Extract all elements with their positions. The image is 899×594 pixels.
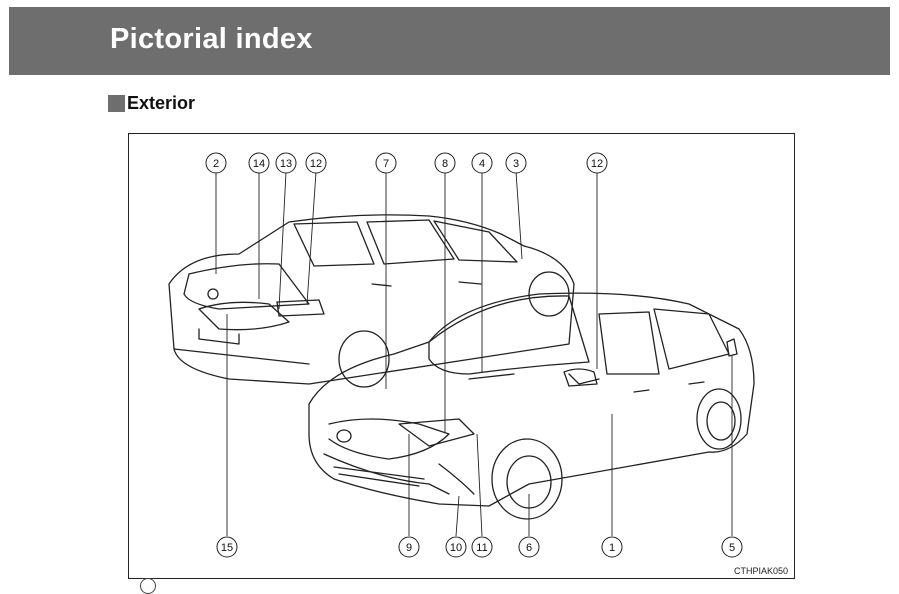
callout-7: 7 — [376, 153, 396, 173]
callout-14: 14 — [249, 153, 269, 173]
svg-text:6: 6 — [526, 542, 532, 554]
svg-text:8: 8 — [442, 158, 448, 170]
svg-text:13: 13 — [280, 158, 292, 170]
callout-4: 4 — [472, 153, 492, 173]
svg-text:7: 7 — [383, 158, 389, 170]
section-title: Exterior — [127, 93, 195, 114]
exterior-illustration: 2 14 13 12 7 8 4 3 12 15 9 10 11 6 1 5 C… — [128, 133, 795, 579]
svg-text:5: 5 — [729, 542, 735, 554]
callout-5: 5 — [722, 537, 742, 557]
svg-text:14: 14 — [253, 158, 265, 170]
svg-text:1: 1 — [609, 542, 615, 554]
callout-8: 8 — [435, 153, 455, 173]
callout-11: 11 — [472, 537, 492, 557]
callout-6: 6 — [519, 537, 539, 557]
svg-text:3: 3 — [513, 158, 519, 170]
car-drawing: 2 14 13 12 7 8 4 3 12 15 9 10 11 6 1 5 — [129, 134, 795, 579]
callout-10: 10 — [446, 537, 466, 557]
svg-text:12: 12 — [591, 158, 603, 170]
front-car-illustration — [309, 293, 754, 519]
figure-code: CTHPIAK050 — [734, 566, 788, 576]
svg-text:4: 4 — [479, 158, 485, 170]
callout-13: 13 — [276, 153, 296, 173]
svg-text:15: 15 — [221, 542, 233, 554]
callout-2: 2 — [206, 153, 226, 173]
section-heading: Exterior — [108, 92, 195, 114]
svg-text:12: 12 — [310, 158, 322, 170]
page-title: Pictorial index — [110, 23, 313, 56]
section-marker-icon — [108, 95, 125, 112]
callout-3: 3 — [506, 153, 526, 173]
header-banner: Pictorial index — [9, 7, 890, 75]
svg-text:9: 9 — [406, 542, 412, 554]
svg-text:10: 10 — [450, 542, 462, 554]
callout-15: 15 — [217, 537, 237, 557]
callout-12-front: 12 — [587, 153, 607, 173]
callout-9: 9 — [399, 537, 419, 557]
callout-12-rear: 12 — [306, 153, 326, 173]
callout-1: 1 — [602, 537, 622, 557]
callout-marker-icon — [140, 578, 156, 594]
svg-text:2: 2 — [213, 158, 219, 170]
svg-text:11: 11 — [476, 542, 487, 554]
